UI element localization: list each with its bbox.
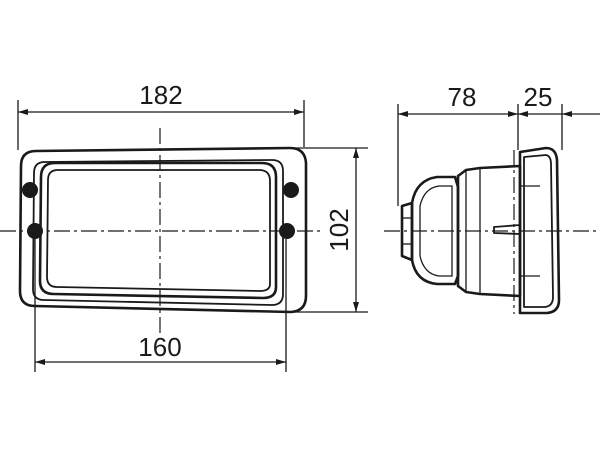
hole-spacing-dimension: 160 xyxy=(34,239,287,372)
height-dimension: 102 xyxy=(292,147,368,313)
mounting-hole-top-left xyxy=(22,182,38,198)
lens-outer xyxy=(38,161,278,300)
mounting-hole-bottom-right xyxy=(279,223,295,239)
mounting-hole-bottom-left xyxy=(27,223,43,239)
depth-dimension-label: 78 xyxy=(448,82,477,112)
width-dimension: 182 xyxy=(17,80,305,150)
mounting-hole-top-right xyxy=(283,182,299,198)
front-bezel xyxy=(518,146,561,315)
height-dimension-label: 102 xyxy=(324,208,354,251)
width-dimension-label: 182 xyxy=(139,80,182,110)
housing-inner-rim xyxy=(32,159,284,306)
housing-outline xyxy=(18,146,308,314)
front-view: 182 160 102 xyxy=(0,80,368,372)
bezel-dimension: 25 xyxy=(518,82,600,150)
adjuster-screw xyxy=(493,224,521,235)
lens-inner xyxy=(46,169,271,292)
hole-spacing-dimension-label: 160 xyxy=(138,332,181,362)
bezel-dimension-label: 25 xyxy=(524,82,553,112)
side-view: 78 25 xyxy=(384,82,600,315)
